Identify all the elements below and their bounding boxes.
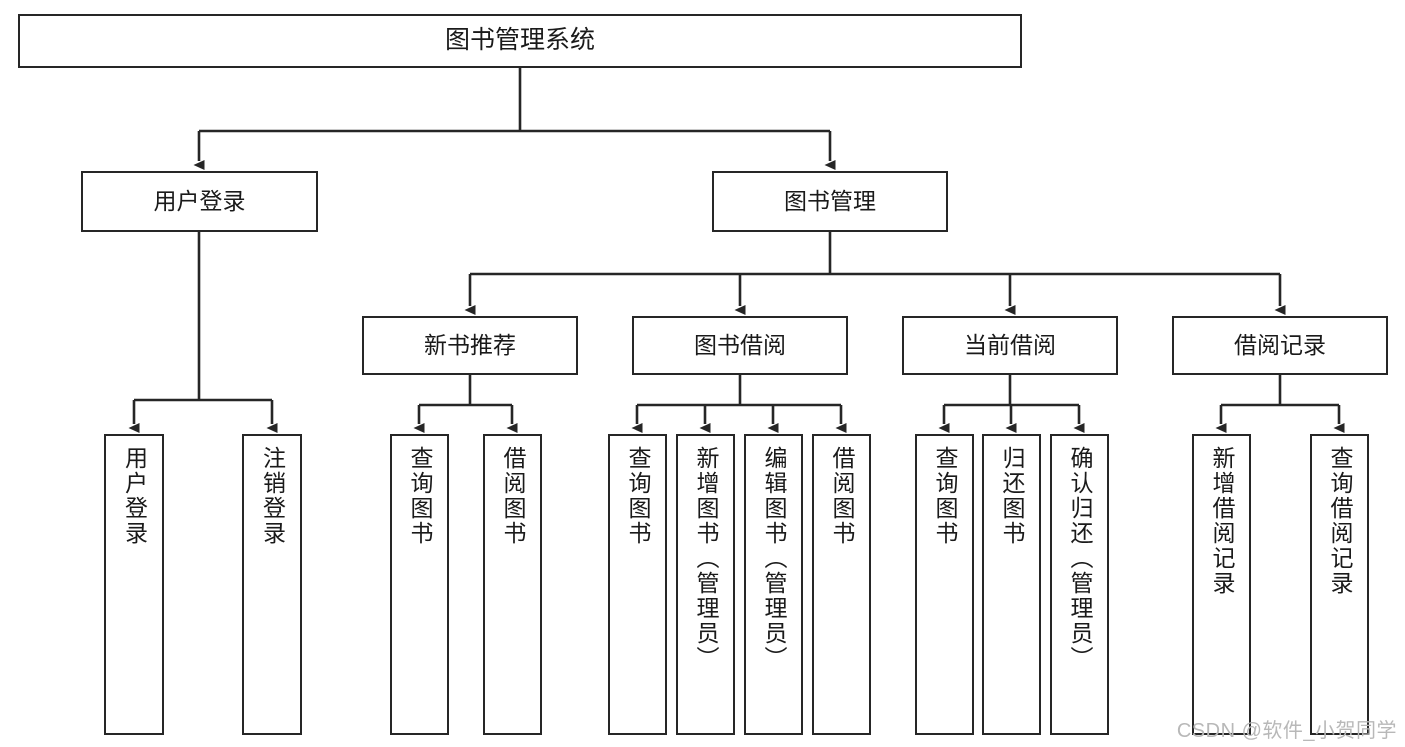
node-root-book-management-system[interactable]: 图书管理系统 bbox=[18, 14, 1022, 68]
node-label: 用户登录 bbox=[153, 187, 246, 214]
node-label: 图书借阅 bbox=[694, 331, 786, 358]
node-user-login[interactable]: 用户登录 bbox=[81, 171, 318, 232]
node-leaf-user-login[interactable]: 用户登录 bbox=[104, 434, 164, 735]
node-current-borrow[interactable]: 当前借阅 bbox=[902, 316, 1118, 375]
node-label: 查询图书 bbox=[625, 446, 651, 546]
node-label: 新增借阅记录 bbox=[1209, 446, 1235, 596]
node-book-management[interactable]: 图书管理 bbox=[712, 171, 948, 232]
node-label: 新书推荐 bbox=[424, 331, 516, 358]
node-label: 注销登录 bbox=[259, 446, 286, 546]
node-leaf-return-book[interactable]: 归还图书 bbox=[982, 434, 1041, 735]
node-leaf-confirm-return-admin[interactable]: 确认归还（管理员） bbox=[1050, 434, 1109, 735]
node-label: 当前借阅 bbox=[964, 331, 1056, 358]
node-label: 确认归还（管理员） bbox=[1067, 446, 1093, 671]
node-label: 归还图书 bbox=[999, 446, 1025, 546]
node-book-borrow[interactable]: 图书借阅 bbox=[632, 316, 848, 375]
node-label: 图书管理 bbox=[784, 187, 876, 214]
node-leaf-borrow-book[interactable]: 借阅图书 bbox=[812, 434, 871, 735]
node-borrow-record[interactable]: 借阅记录 bbox=[1172, 316, 1388, 375]
csdn-watermark: CSDN @软件_小贺同学 bbox=[1176, 720, 1397, 742]
node-leaf-logout[interactable]: 注销登录 bbox=[242, 434, 302, 735]
node-leaf-add-borrow-record[interactable]: 新增借阅记录 bbox=[1192, 434, 1251, 735]
node-label: 借阅记录 bbox=[1234, 331, 1326, 358]
node-leaf-query-book-current[interactable]: 查询图书 bbox=[915, 434, 974, 735]
node-label: 借阅图书 bbox=[829, 446, 855, 546]
node-label: 借阅图书 bbox=[500, 446, 526, 546]
node-leaf-query-book-borrow[interactable]: 查询图书 bbox=[608, 434, 667, 735]
node-label: 图书管理系统 bbox=[444, 26, 595, 55]
node-new-book-recommend[interactable]: 新书推荐 bbox=[362, 316, 578, 375]
node-label: 用户登录 bbox=[121, 446, 148, 546]
node-leaf-query-book-recommend[interactable]: 查询图书 bbox=[390, 434, 449, 735]
node-leaf-borrow-book-recommend[interactable]: 借阅图书 bbox=[483, 434, 542, 735]
node-label: 查询图书 bbox=[932, 446, 958, 546]
node-leaf-edit-book-admin[interactable]: 编辑图书（管理员） bbox=[744, 434, 803, 735]
node-label: 编辑图书（管理员） bbox=[761, 446, 787, 671]
node-leaf-add-book-admin[interactable]: 新增图书（管理员） bbox=[676, 434, 735, 735]
node-label: 新增图书（管理员） bbox=[693, 446, 719, 671]
node-label: 查询图书 bbox=[407, 446, 433, 546]
node-leaf-query-borrow-record[interactable]: 查询借阅记录 bbox=[1310, 434, 1369, 735]
node-label: 查询借阅记录 bbox=[1327, 446, 1353, 596]
